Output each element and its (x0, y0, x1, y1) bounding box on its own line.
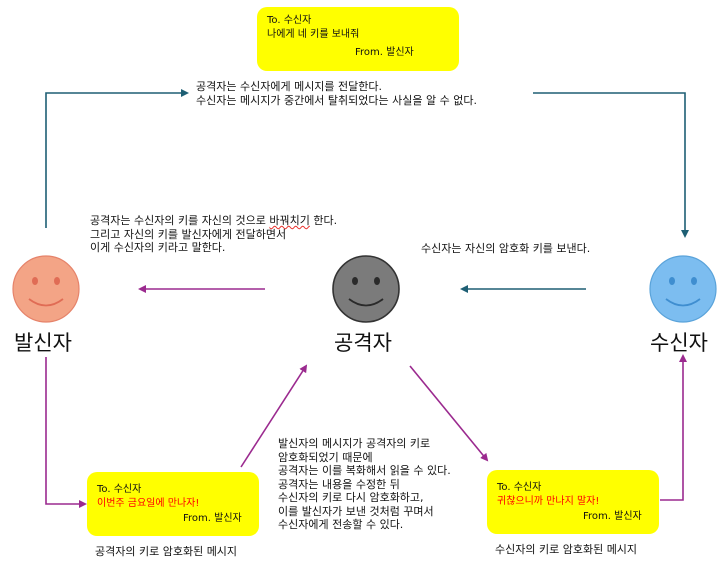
attacker-process-line-5: 수신자의 키로 다시 암호화하고, (278, 491, 424, 504)
note-signature: From. 발신자 (183, 513, 242, 524)
top-message-note: To. 수신자 나에게 네 키를 보내줘 From. 발신자 (257, 7, 459, 71)
spellcheck-word: 바꿔치기 (269, 214, 310, 227)
receiver-label: 수신자 (650, 331, 708, 355)
receiver-face-icon (649, 255, 717, 323)
attacker-process-line-6: 이를 발신자가 보낸 것처럼 꾸며서 (278, 504, 434, 518)
attacker-label: 공격자 (334, 331, 392, 355)
note-recipient: To. 수신자 (267, 15, 312, 26)
arrow-top-to-receiver (533, 92, 689, 238)
swap-description-line-2: 그리고 자신의 키를 발신자에게 전달하면서 (90, 227, 287, 241)
note-recipient: To. 수신자 (497, 482, 542, 493)
top-description-line-2: 수신자는 메시지가 중간에서 탈취되었다는 사실을 알 수 없다. (196, 93, 477, 107)
swap-description-line-3: 이게 수신자의 키라고 말한다. (90, 241, 226, 254)
arrow-sender-to-note (45, 357, 87, 508)
note-body: 이번주 금요일에 만나자! (97, 498, 200, 509)
attacker-face-icon (332, 255, 400, 323)
attacker-process-line-1: 발신자의 메시지가 공격자의 키로 (278, 437, 431, 450)
top-description-line-1: 공격자는 수신자에게 메시지를 전달한다. (196, 80, 383, 93)
bottom-left-caption: 공격자의 키로 암호화된 메시지 (95, 545, 238, 558)
arrow-note-to-receiver (660, 354, 687, 501)
note-body: 나에게 네 키를 보내줘 (267, 29, 360, 40)
arrow-sender-to-receiver-top (45, 89, 189, 228)
swap-description: 공격자는 수신자의 키를 자신의 것으로 바꿔치기 한다. 그리고 자신의 키를… (90, 214, 337, 255)
bottom-left-message-note: To. 수신자 이번주 금요일에 만나자! From. 발신자 (87, 472, 259, 536)
attacker-process-line-2: 암호화되었기 때문에 (278, 450, 373, 464)
bottom-right-caption: 수신자의 키로 암호화된 메시지 (495, 543, 638, 556)
note-signature: From. 발신자 (583, 511, 642, 522)
attacker-process-description: 발신자의 메시지가 공격자의 키로 암호화되었기 때문에 공격자는 이를 복화해… (278, 437, 451, 532)
sender-face-icon (12, 255, 80, 323)
swap-description-line-1: 공격자는 수신자의 키를 자신의 것으로 바꿔치기 한다. (90, 214, 338, 227)
bottom-right-message-note: To. 수신자 귀찮으니까 만나지 말자! From. 발신자 (487, 470, 659, 534)
attacker-process-line-4: 공격자는 내용을 수정한 뒤 (278, 477, 400, 491)
attacker-process-line-3: 공격자는 이를 복화해서 읽을 수 있다. (278, 464, 451, 477)
top-description: 공격자는 수신자에게 메시지를 전달한다. 수신자는 메시지가 중간에서 탈취되… (196, 80, 477, 107)
sender-label: 발신자 (14, 331, 72, 355)
note-body: 귀찮으니까 만나지 말자! (497, 496, 600, 507)
note-recipient: To. 수신자 (97, 484, 142, 495)
arrow-attacker-to-note (409, 365, 489, 462)
arrow-note-to-attacker (240, 364, 308, 468)
receiver-sends-key-text: 수신자는 자신의 암호화 키를 보낸다. (421, 242, 591, 255)
note-signature: From. 발신자 (355, 47, 414, 58)
attacker-process-line-7: 수신자에게 전송할 수 있다. (278, 518, 404, 531)
